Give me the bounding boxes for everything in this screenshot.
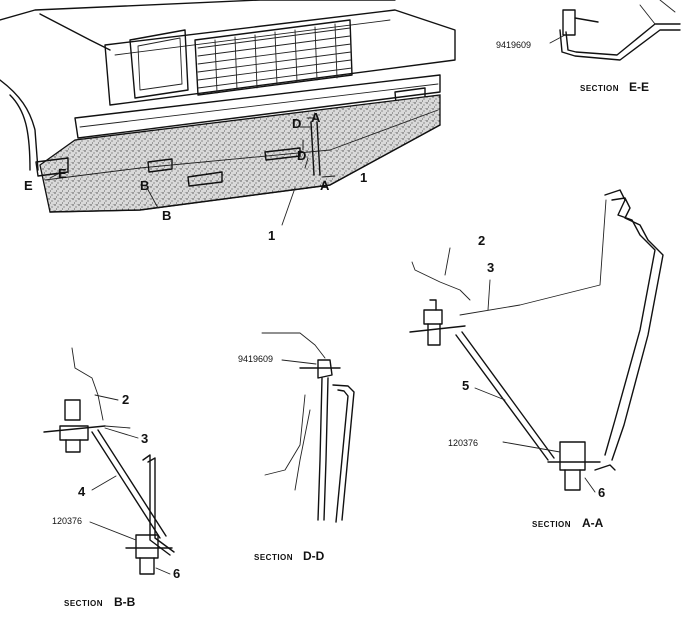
section-dd-drawing <box>261 332 355 523</box>
section-aa-letter: A-A <box>582 516 604 530</box>
section-ee-label: SECTION <box>580 84 619 93</box>
callout-d-bottom: D <box>297 148 306 163</box>
section-bb-item-2: 2 <box>122 392 129 407</box>
section-bb-item-6: 6 <box>173 566 180 581</box>
callout-e-right: E <box>58 166 67 181</box>
section-aa-item-2: 2 <box>478 233 485 248</box>
section-bb-item-3: 3 <box>141 431 148 446</box>
section-bb-part-number: 120376 <box>52 516 82 526</box>
section-dd-letter: D-D <box>303 549 325 563</box>
section-dd-part-number: 9419609 <box>238 354 273 364</box>
callout-item-1-bottom: 1 <box>268 228 275 243</box>
callout-a-bottom: A <box>320 178 330 193</box>
section-aa-label: SECTION <box>532 520 571 529</box>
section-bb-drawing <box>43 347 175 575</box>
section-aa-part-number: 120376 <box>448 438 478 448</box>
section-aa-item-5: 5 <box>462 378 469 393</box>
callout-a-top: A <box>311 110 321 125</box>
callout-b-bottom: B <box>162 208 171 223</box>
section-aa-item-6: 6 <box>598 485 605 500</box>
section-ee-drawing <box>549 0 681 61</box>
section-aa-drawing <box>409 189 664 493</box>
callout-e-left: E <box>24 178 33 193</box>
section-dd-label: SECTION <box>254 553 293 562</box>
section-ee-letter: E-E <box>629 80 649 94</box>
section-bb-label: SECTION <box>64 599 103 608</box>
section-ee-part-number: 9419609 <box>496 40 531 50</box>
callout-item-1-right: 1 <box>360 170 367 185</box>
section-aa-item-3: 3 <box>487 260 494 275</box>
vehicle-front-view <box>0 0 456 226</box>
section-bb-item-4: 4 <box>78 484 86 499</box>
callout-b-left: B <box>140 178 149 193</box>
section-bb-letter: B-B <box>114 595 136 609</box>
callout-d-top: D <box>292 116 301 131</box>
